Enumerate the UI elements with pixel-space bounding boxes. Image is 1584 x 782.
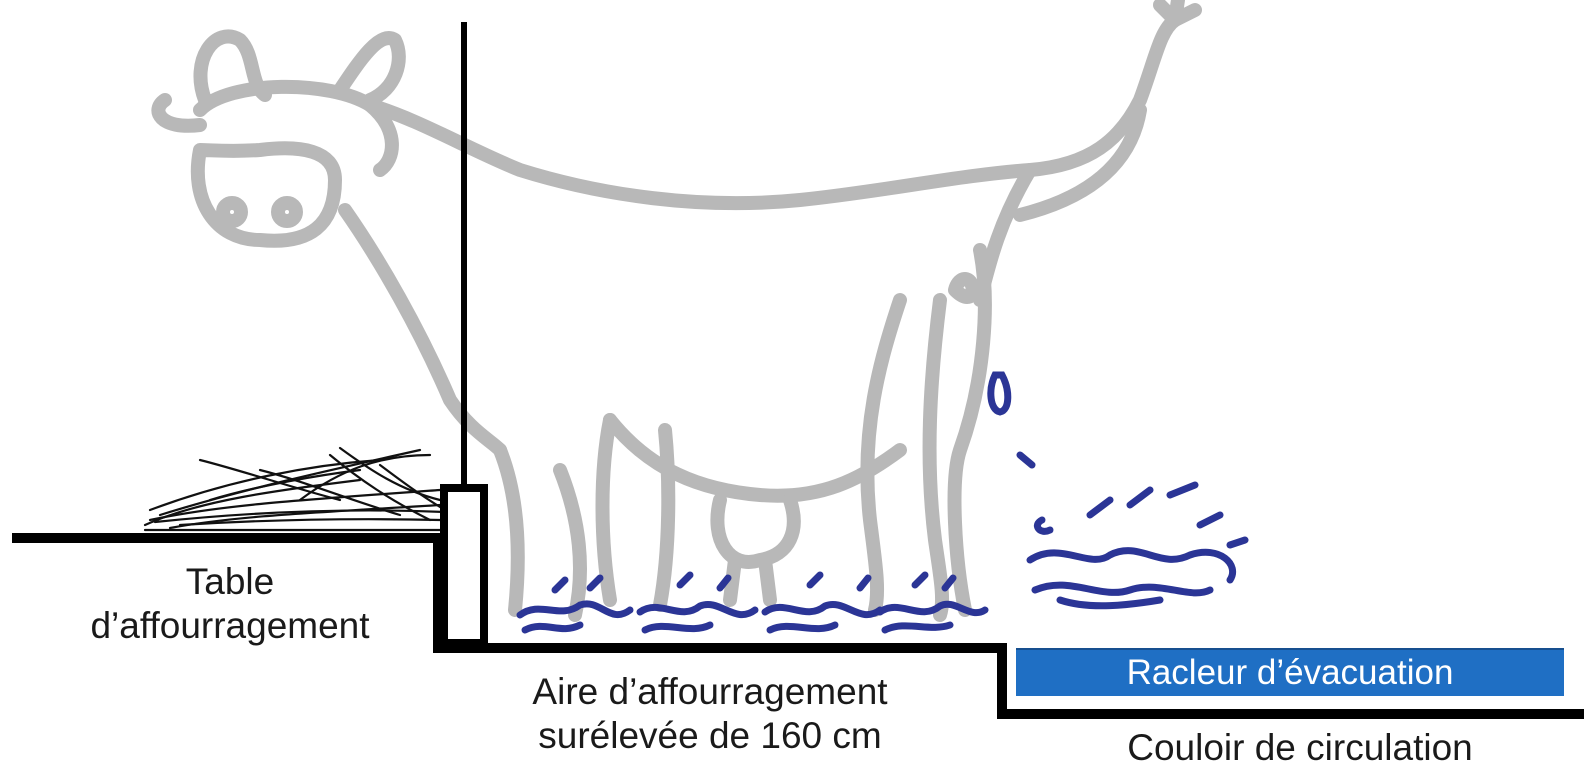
raised-feeding-area-label-line2: surélevée de 160 cm (440, 714, 980, 758)
hay-pile (145, 448, 445, 530)
alley-label: Couloir de circulation (1030, 726, 1570, 770)
scraper-label: Racleur d’évacuation (1016, 648, 1564, 696)
feeding-table-label-line2: d’affourragement (40, 604, 420, 648)
feeding-table-label: Table d’affourragement (40, 560, 420, 648)
feeding-table-label-line1: Table (40, 560, 420, 604)
raised-feeding-area-label-line1: Aire d’affourragement (440, 670, 980, 714)
curb-block (444, 488, 484, 643)
raised-feeding-area-label: Aire d’affourragement surélevée de 160 c… (440, 670, 980, 758)
